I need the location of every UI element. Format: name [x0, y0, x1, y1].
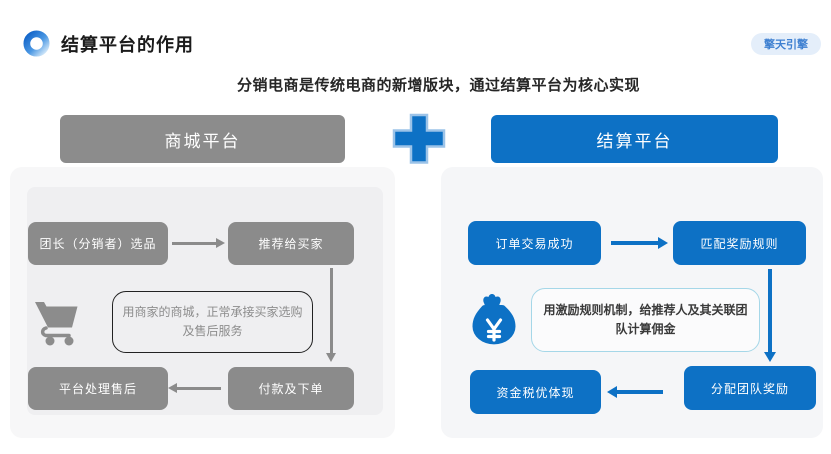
- flow-step-select-products: 团长（分销者）选品: [28, 222, 168, 265]
- flow-step-tax-withdraw: 资金税优体现: [470, 370, 601, 414]
- flow-step-distribute-rewards: 分配团队奖励: [684, 366, 816, 410]
- arrow-down-icon: [768, 269, 772, 352]
- flow-step-match-rules: 匹配奖励规则: [673, 221, 806, 265]
- flow-step-pay-order: 付款及下单: [228, 367, 354, 410]
- shopping-cart-icon: [35, 302, 78, 346]
- flow-step-order-success: 订单交易成功: [468, 221, 601, 265]
- ring-logo-icon: [23, 30, 50, 57]
- page-title: 结算平台的作用: [61, 35, 194, 55]
- arrow-left-icon: [617, 390, 663, 394]
- arrow-right-icon: [611, 241, 658, 245]
- left-section-header: 商城平台: [60, 115, 345, 163]
- right-section-header: 结算平台: [491, 115, 778, 163]
- subtitle: 分销电商是传统电商的新增版块，通过结算平台为核心实现: [236, 77, 640, 94]
- arrow-down-icon: [330, 268, 333, 353]
- money-bag-icon: [472, 294, 516, 345]
- flow-step-recommend-buyers: 推荐给买家: [228, 222, 354, 265]
- arrow-right-icon: [172, 242, 216, 245]
- brand-badge: 擎天引擎: [751, 33, 821, 55]
- mall-note: 用商家的商城，正常承接买家选购及售后服务: [112, 291, 313, 353]
- flow-step-after-sales: 平台处理售后: [28, 367, 168, 410]
- plus-icon: [392, 113, 446, 164]
- arrow-left-icon: [177, 387, 221, 390]
- settlement-note: 用激励规则机制，给推荐人及其关联团队计算佣金: [531, 288, 760, 352]
